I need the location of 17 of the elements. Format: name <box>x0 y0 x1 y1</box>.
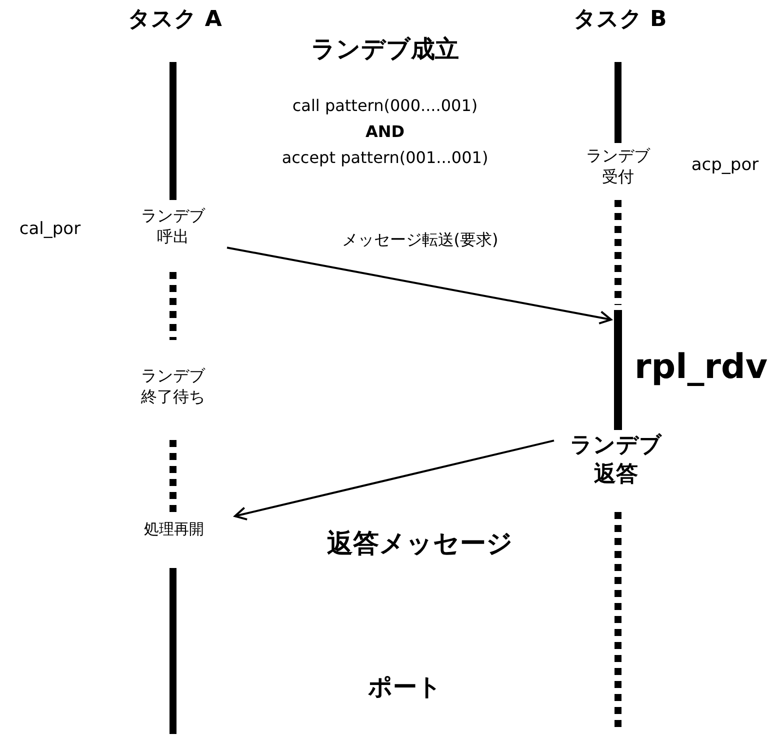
condition-text: accept pattern(001...001) <box>280 148 490 169</box>
condition-text: AND <box>364 122 406 143</box>
call-name: rpl_rdv <box>633 346 769 389</box>
arrow <box>226 246 612 324</box>
resume-label: 処理再開 <box>128 520 220 540</box>
condition-text: call pattern(000....001) <box>291 96 479 117</box>
port-name: cal_por <box>18 218 82 240</box>
lifeline-title: タスク B <box>572 6 668 34</box>
call-label: ランデブ呼出 <box>139 206 207 248</box>
port-name: acp_por <box>690 154 760 176</box>
state-label: ランデブ終了待ち <box>140 366 206 408</box>
active-bar <box>614 310 622 430</box>
lifeline-title: タスク A <box>127 6 223 34</box>
reply-label: ランデブ返答 <box>560 432 672 490</box>
heading: ランデブ成立 <box>310 34 460 65</box>
arrow <box>234 440 554 520</box>
caption-text: ポート <box>367 672 443 703</box>
